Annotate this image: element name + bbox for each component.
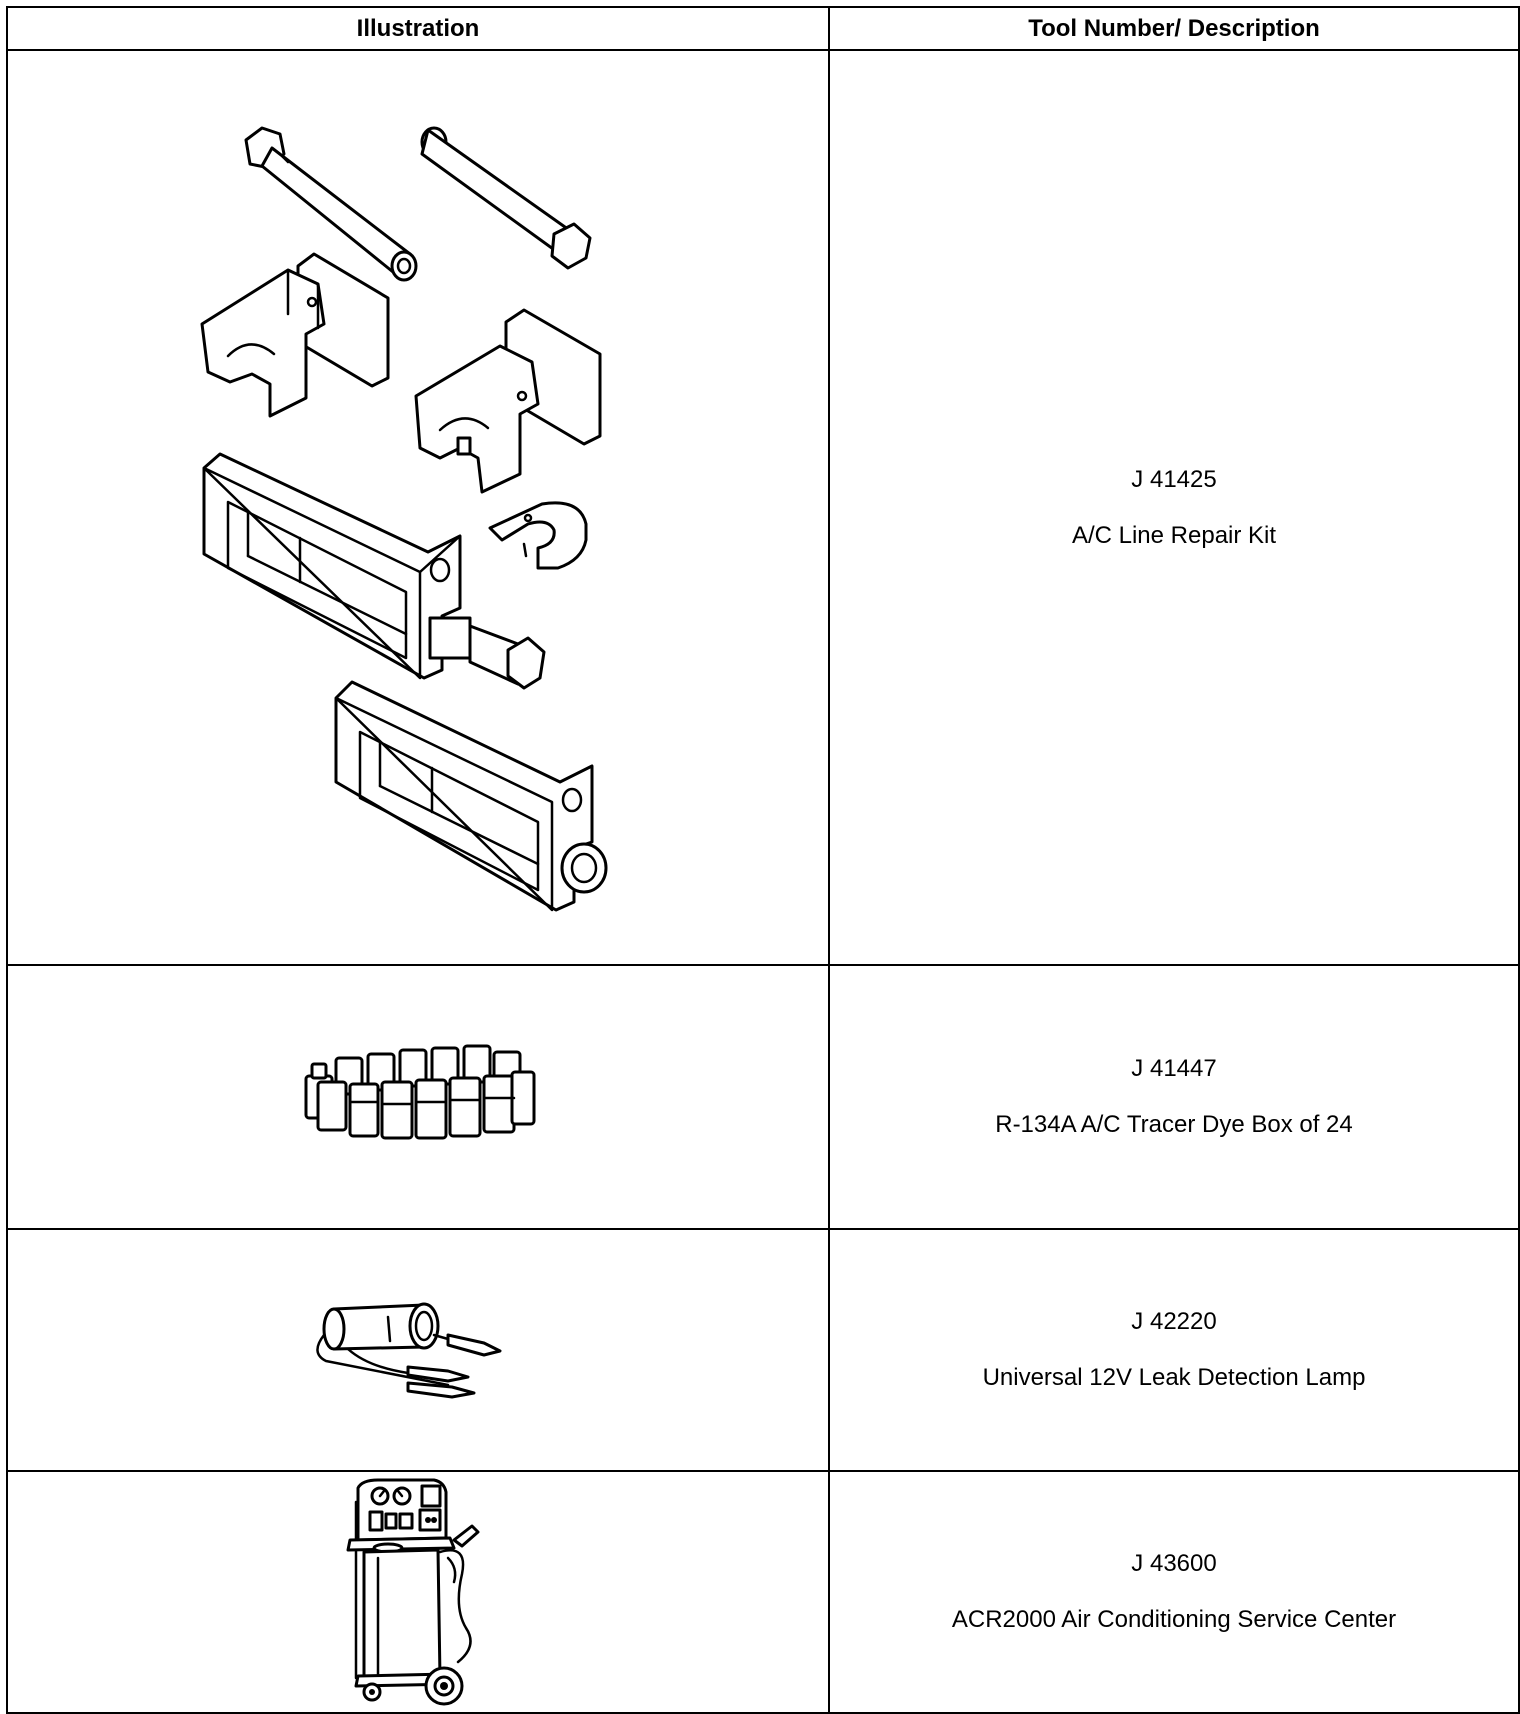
leak-detection-lamp-icon <box>316 1302 502 1399</box>
tool-description: Universal 12V Leak Detection Lamp <box>982 1364 1366 1391</box>
tool-number: J 41447 <box>1131 1055 1217 1082</box>
ac-service-center-icon <box>346 1478 480 1706</box>
tool-description-cell: J 41425 A/C Line Repair Kit <box>828 49 1520 966</box>
illustration-header: Illustration <box>6 6 830 51</box>
illustration-cell <box>6 49 830 966</box>
tool-description: A/C Line Repair Kit <box>1071 521 1277 549</box>
illustration-cell <box>6 1228 830 1472</box>
ac-line-repair-kit-icon <box>200 126 608 911</box>
illustration-cell <box>6 1470 830 1714</box>
tool-description-cell: J 43600 ACR2000 Air Conditioning Service… <box>828 1470 1520 1714</box>
tool-description-cell: J 41447 R-134A A/C Tracer Dye Box of 24 <box>828 964 1520 1230</box>
tools-table: Illustration Tool Number/ Description <box>6 6 1520 1714</box>
tool-description: R-134A A/C Tracer Dye Box of 24 <box>995 1111 1353 1138</box>
table-row: J 43600 ACR2000 Air Conditioning Service… <box>6 1470 1520 1714</box>
tracer-dye-bottles-icon <box>304 1044 536 1140</box>
table-row: J 41425 A/C Line Repair Kit <box>6 49 1520 966</box>
table-row: J 42220 Universal 12V Leak Detection Lam… <box>6 1228 1520 1472</box>
tool-number: J 41425 <box>1131 465 1217 493</box>
tool-description-cell: J 42220 Universal 12V Leak Detection Lam… <box>828 1228 1520 1472</box>
tool-description: ACR2000 Air Conditioning Service Center <box>951 1606 1397 1633</box>
illustration-cell <box>6 964 830 1230</box>
tool-number: J 43600 <box>1131 1550 1217 1577</box>
table-row: J 41447 R-134A A/C Tracer Dye Box of 24 <box>6 964 1520 1230</box>
tool-number: J 42220 <box>1131 1308 1217 1335</box>
header-row: Illustration Tool Number/ Description <box>6 6 1520 51</box>
tool-header: Tool Number/ Description <box>828 6 1520 51</box>
